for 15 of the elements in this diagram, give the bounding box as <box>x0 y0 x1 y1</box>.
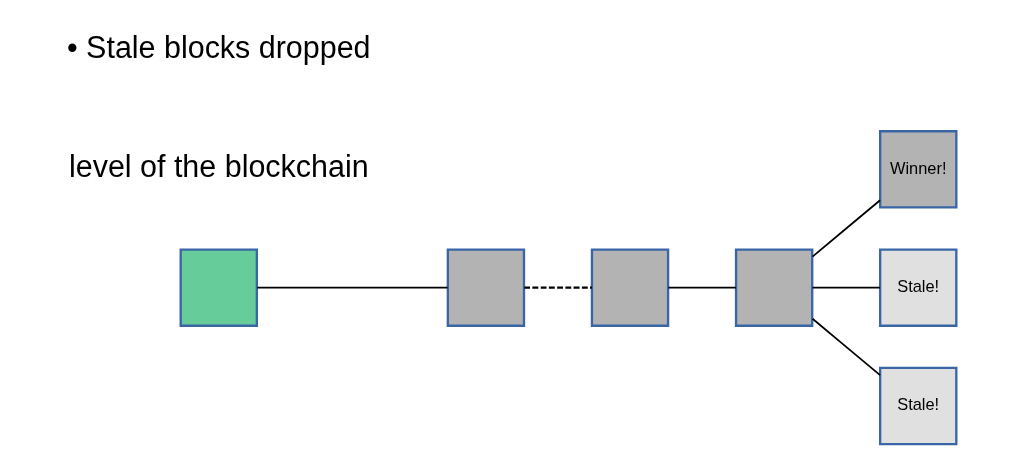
connector <box>811 317 881 376</box>
label: level of the blockchain <box>68 148 369 183</box>
connector <box>667 286 737 289</box>
connector <box>255 286 448 289</box>
node-box: Stale! <box>878 366 957 446</box>
connector <box>523 286 592 289</box>
node-box <box>446 248 525 327</box>
label: • Stale blocks dropped <box>66 30 371 65</box>
node-box: Winner! <box>878 130 957 209</box>
node-box <box>590 248 669 327</box>
node-box <box>734 248 813 327</box>
connector <box>811 199 881 258</box>
node-box: Stale! <box>878 248 957 327</box>
node-box <box>179 248 258 327</box>
connector <box>811 286 881 289</box>
